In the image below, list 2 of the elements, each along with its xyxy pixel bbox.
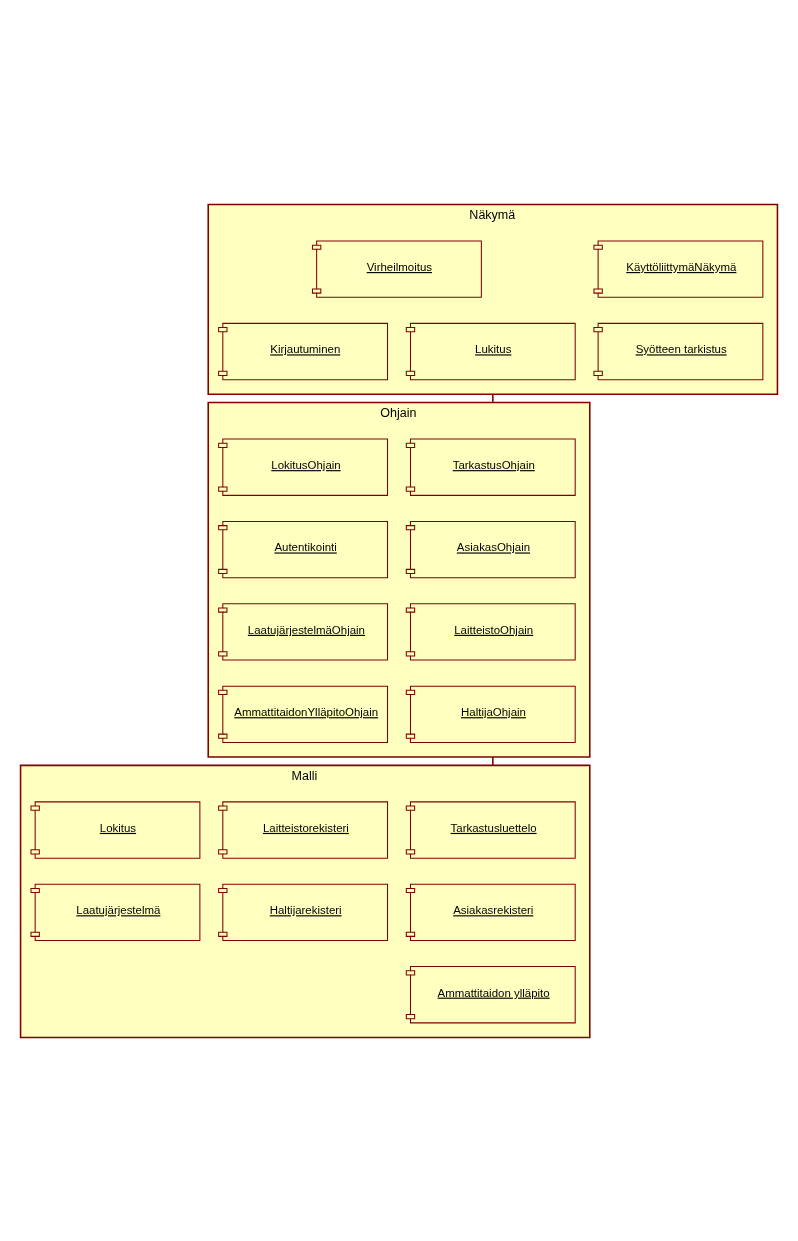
connector [492,755,494,766]
connector [492,392,494,403]
